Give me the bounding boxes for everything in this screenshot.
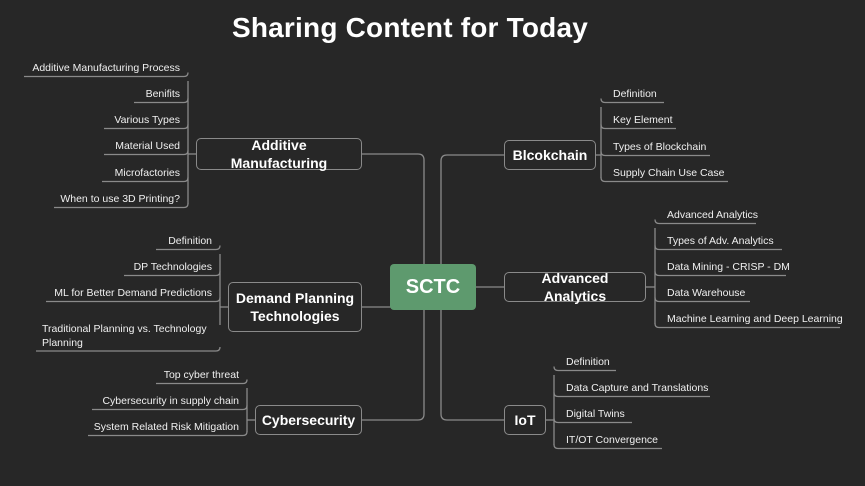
leaf-am-2[interactable]: Various Types [114, 114, 180, 126]
leaf-aa-4[interactable]: Machine Learning and Deep Learning [667, 313, 843, 325]
branch-node-cs[interactable]: Cybersecurity [255, 405, 362, 435]
leaf-dp-2[interactable]: ML for Better Demand Predictions [54, 287, 212, 299]
leaf-line-am-1 [134, 98, 189, 104]
leaf-bc-0[interactable]: Definition [613, 88, 657, 100]
leaf-line-aa-2 [654, 271, 786, 277]
leaf-line-iot-0 [553, 366, 616, 372]
leaf-line-aa-3 [654, 297, 750, 303]
leaf-am-3[interactable]: Material Used [115, 140, 180, 152]
branch-node-bc[interactable]: Blcokchain [504, 140, 596, 170]
leaf-line-am-3 [104, 150, 189, 156]
leaf-dp-1[interactable]: DP Technologies [133, 261, 212, 273]
leaf-cs-2[interactable]: System Related Risk Mitigation [93, 421, 239, 433]
leaf-am-4[interactable]: Microfactories [114, 167, 180, 179]
leaf-line-iot-1 [553, 392, 710, 398]
leaf-aa-1[interactable]: Types of Adv. Analytics [667, 235, 774, 247]
leaf-iot-3[interactable]: IT/OT Convergence [566, 434, 659, 446]
leaf-aa-3[interactable]: Data Warehouse [667, 287, 746, 299]
connector-iot [440, 310, 504, 421]
connector-bc [440, 154, 504, 264]
leaf-line-cs-1 [92, 405, 248, 411]
leaf-line-bc-2 [600, 151, 710, 157]
leaf-line-cs-0 [156, 379, 248, 385]
leaf-bc-3[interactable]: Supply Chain Use Case [613, 167, 725, 179]
page-title: Sharing Content for Today [231, 12, 589, 43]
leaf-line-am-4 [102, 177, 189, 183]
connector-cs [362, 310, 425, 421]
leaf-aa-2[interactable]: Data Mining - CRISP - DM [667, 261, 790, 273]
leaf-line-cs-2 [88, 431, 248, 437]
leaf-iot-1[interactable]: Data Capture and Translations [566, 382, 709, 394]
leaf-iot-0[interactable]: Definition [566, 356, 610, 368]
leaf-line-dp-2 [46, 297, 221, 303]
leaf-line-bc-0 [600, 98, 664, 104]
leaf-line-aa-1 [654, 245, 782, 251]
branch-node-am[interactable]: Additive Manufacturing [196, 137, 362, 171]
leaf-line-bc-1 [600, 124, 676, 130]
leaf-line-am-5 [54, 203, 189, 209]
leaf-line-dp-1 [124, 271, 221, 277]
leaf-am-0[interactable]: Additive Manufacturing Process [32, 62, 180, 74]
leaf-cs-0[interactable]: Top cyber threat [163, 369, 239, 381]
connector-am [362, 153, 425, 264]
leaf-dp-3[interactable]: Traditional Planning vs. Technology Plan… [42, 323, 207, 349]
leaf-line-aa-4 [654, 323, 840, 329]
leaf-aa-0[interactable]: Advanced Analytics [667, 209, 759, 221]
branch-node-aa[interactable]: Advanced Analytics [504, 270, 646, 304]
leaf-bc-2[interactable]: Types of Blockchain [613, 141, 707, 153]
leaf-line-dp-0 [156, 245, 221, 251]
leaf-line-bc-3 [600, 177, 728, 183]
leaf-line-am-2 [104, 124, 189, 130]
leaf-line-iot-2 [553, 418, 632, 424]
leaf-line-dp-3 [36, 346, 221, 352]
leaf-line-iot-3 [553, 444, 662, 450]
branch-node-iot[interactable]: IoT [504, 405, 546, 435]
leaf-dp-0[interactable]: Definition [168, 235, 212, 247]
leaf-bc-1[interactable]: Key Element [613, 114, 673, 126]
leaf-line-aa-0 [654, 219, 756, 225]
leaf-am-1[interactable]: Benifits [145, 88, 180, 100]
leaf-line-am-0 [24, 72, 189, 78]
root-node[interactable]: SCTC [390, 264, 476, 310]
branch-node-dp[interactable]: Demand Planning Technologies [228, 282, 362, 332]
leaf-cs-1[interactable]: Cybersecurity in supply chain [102, 395, 239, 407]
leaf-am-5[interactable]: When to use 3D Printing? [60, 193, 180, 205]
leaf-iot-2[interactable]: Digital Twins [566, 408, 625, 420]
